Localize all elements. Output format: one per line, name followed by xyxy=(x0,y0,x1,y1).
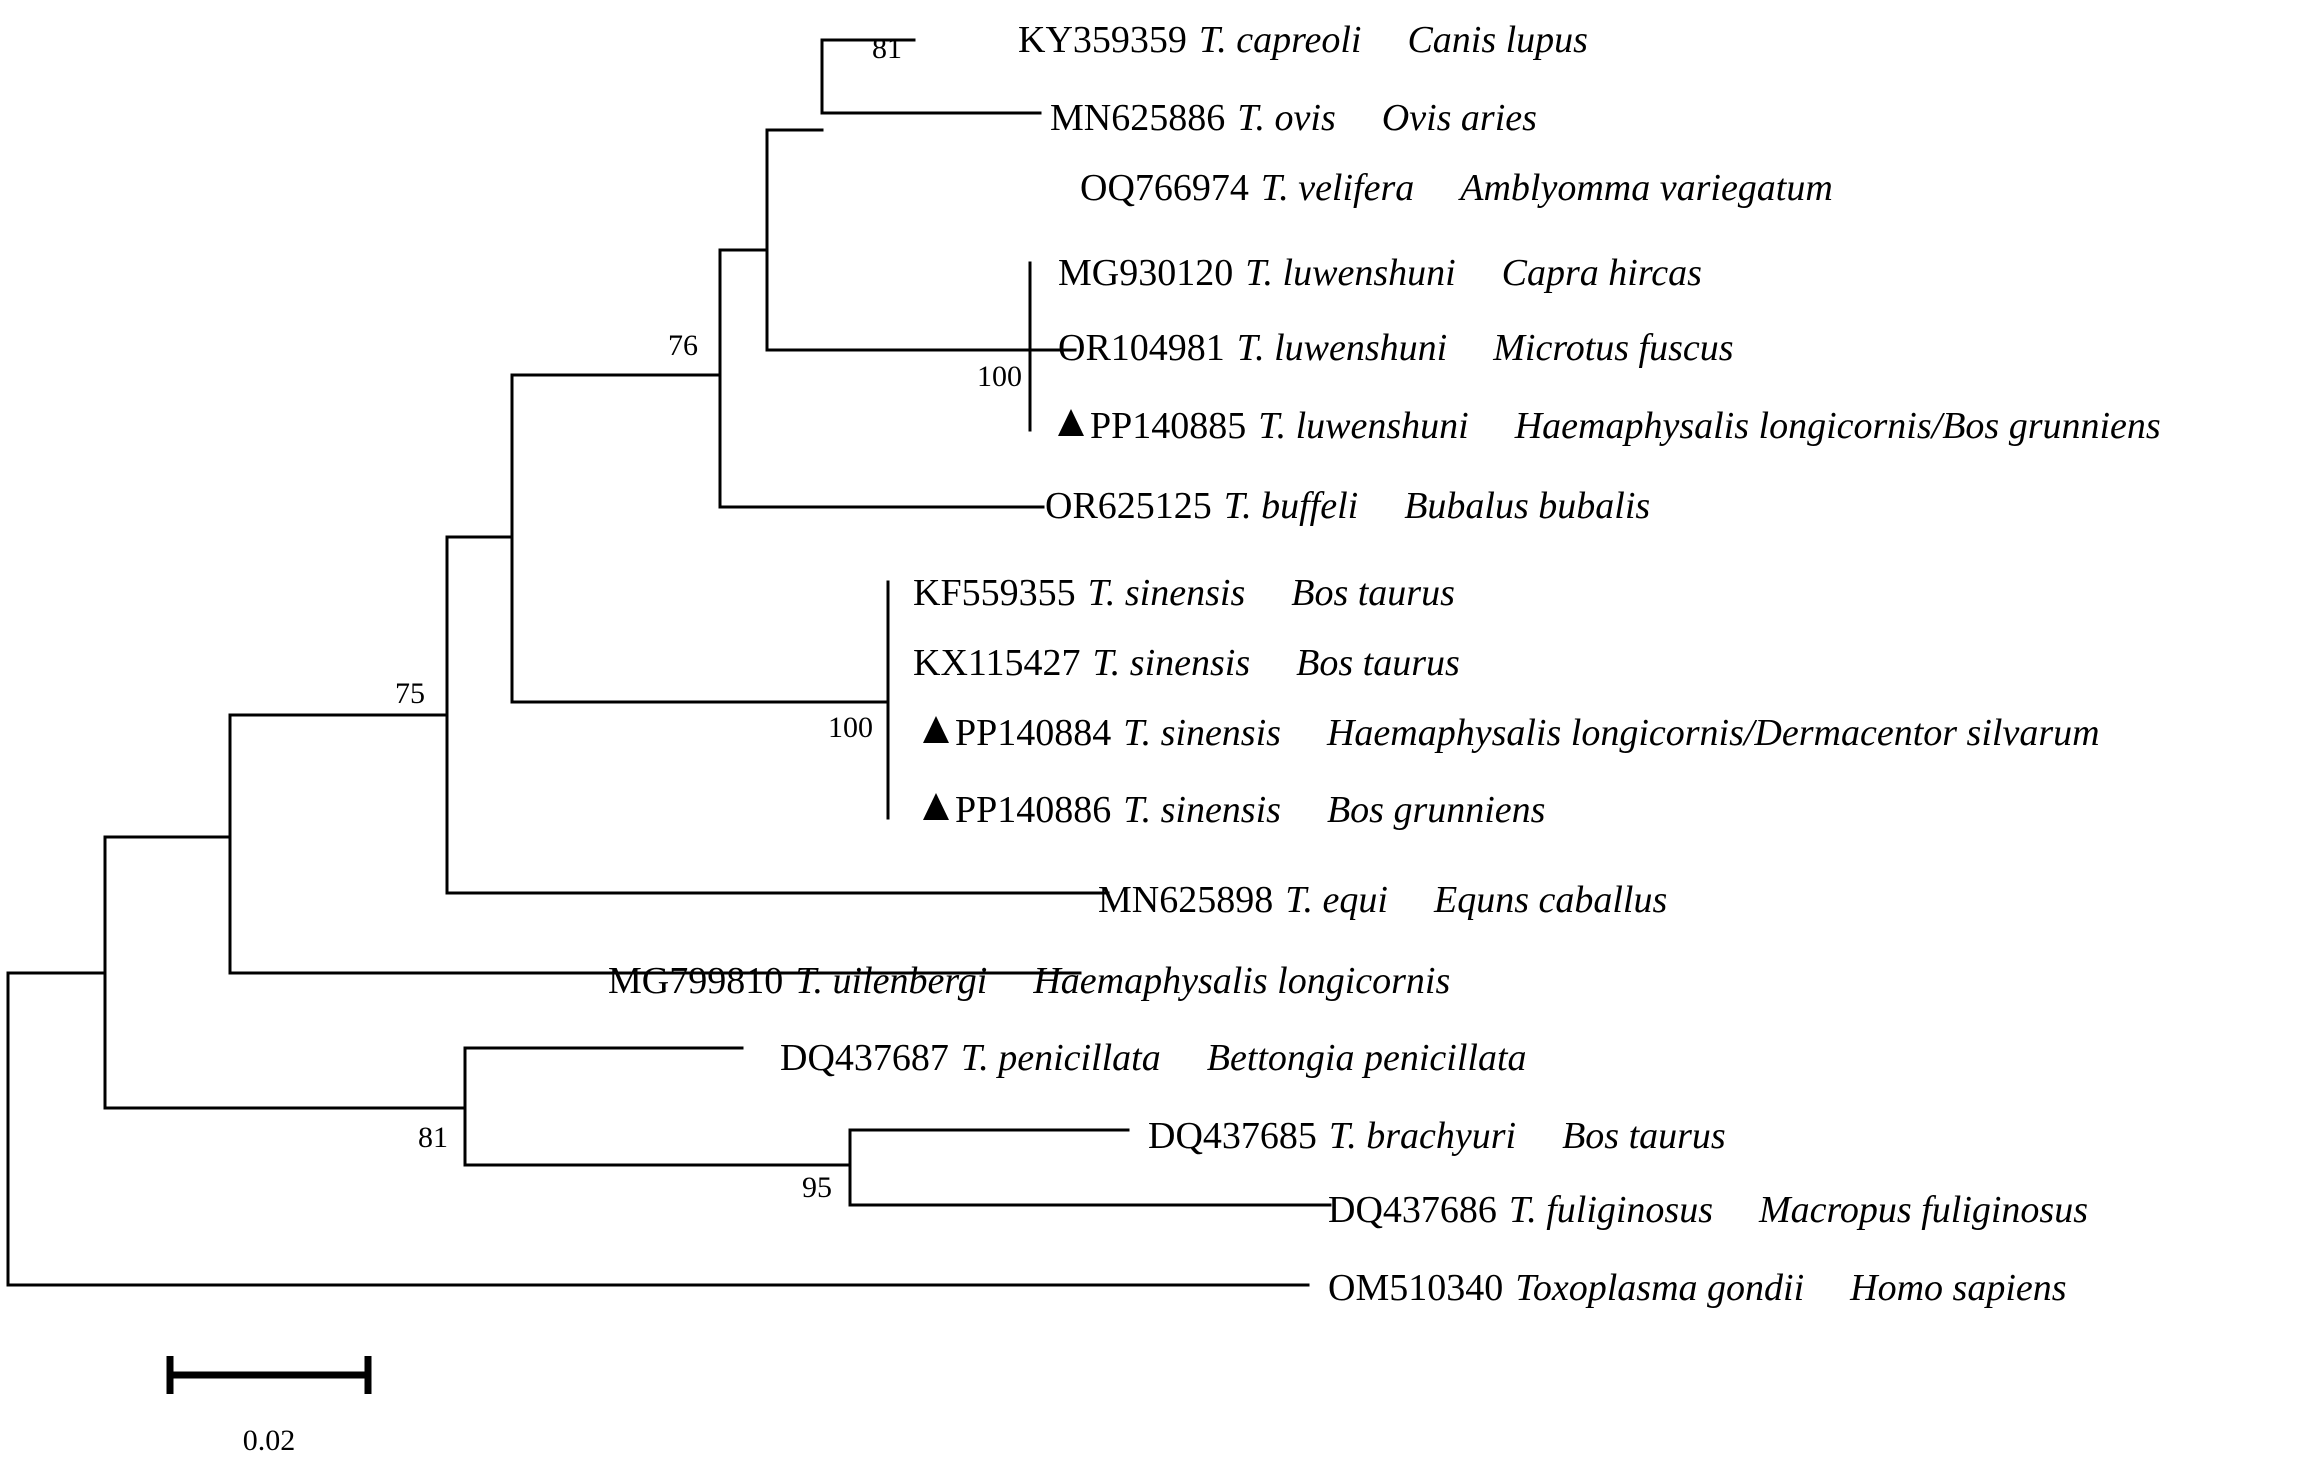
taxon-host: Haemaphysalis longicornis/Bos grunniens xyxy=(1514,405,2161,447)
taxon-accession: OR104981 xyxy=(1058,327,1225,369)
taxon-host: Haemaphysalis longicornis xyxy=(1032,960,1450,1002)
taxon-label: MG930120 T. luwenshuni Capra hircas xyxy=(1058,252,1702,294)
taxon-host: Bos taurus xyxy=(1296,642,1460,684)
taxon-label: MN625886 T. ovis Ovis aries xyxy=(1050,97,1537,139)
taxon-host: Bubalus bubalis xyxy=(1404,485,1650,527)
taxon-species: T. luwenshuni xyxy=(1245,252,1455,294)
taxon-host: Capra hircas xyxy=(1502,252,1702,294)
taxon-accession: OM510340 xyxy=(1328,1267,1503,1309)
taxon-accession: PP140885 xyxy=(1090,405,1246,447)
taxon-species: T. sinensis xyxy=(1092,642,1250,684)
tree-branches xyxy=(6,38,1332,1287)
taxon-host: Bos taurus xyxy=(1562,1115,1726,1157)
taxon-accession: MN625898 xyxy=(1098,879,1273,921)
taxon-host: Bos taurus xyxy=(1291,572,1455,614)
tree-branch xyxy=(765,128,1077,352)
taxon-species: T. sinensis xyxy=(1088,572,1246,614)
taxon-species: T. ovis xyxy=(1237,97,1336,139)
taxon-label: OR625125 T. buffeli Bubalus bubalis xyxy=(1045,485,1650,527)
scale-bar-label: 0.02 xyxy=(243,1424,296,1457)
tree-branch xyxy=(463,1046,852,1167)
tree-branch xyxy=(228,713,1082,975)
taxon-species: Toxoplasma gondii xyxy=(1515,1267,1804,1309)
taxon-species: T. fuliginosus xyxy=(1509,1189,1713,1231)
taxon-species: T. buffeli xyxy=(1224,485,1358,527)
taxon-accession: KX115427 xyxy=(913,642,1080,684)
taxon-label: MN625898 T. equi Equns caballus xyxy=(1098,879,1667,921)
taxon-label: KF559355 T. sinensis Bos taurus xyxy=(913,572,1455,614)
scale-bar-group: 0.02 xyxy=(166,1356,372,1457)
bootstrap-value: 100 xyxy=(828,711,873,744)
bootstrap-value: 95 xyxy=(802,1171,832,1204)
taxon-label: KX115427 T. sinensis Bos taurus xyxy=(913,642,1460,684)
taxon-host: Equns caballus xyxy=(1433,879,1667,921)
taxon-host: Microtus fuscus xyxy=(1492,327,1733,369)
taxon-species: T. luwenshuni xyxy=(1258,405,1468,447)
taxon-host: Homo sapiens xyxy=(1849,1267,2066,1309)
bootstrap-value: 76 xyxy=(668,329,698,362)
taxon-host: Macropus fuliginosus xyxy=(1758,1189,2088,1231)
tree-branch xyxy=(6,971,1310,1287)
tree-branch xyxy=(510,373,890,704)
taxon-label: KY359359 T. capreoli Canis lupus xyxy=(1018,19,1588,61)
new-sequence-triangle-icon xyxy=(1058,409,1084,436)
taxon-host: Canis lupus xyxy=(1407,19,1588,61)
taxon-label: OQ766974 T. velifera Amblyomma variegatum xyxy=(1080,167,1833,209)
taxon-accession: PP140886 xyxy=(955,789,1111,831)
taxon-host: Bettongia penicillata xyxy=(1207,1037,1527,1079)
taxon-host: Amblyomma variegatum xyxy=(1457,167,1833,209)
bootstrap-value: 81 xyxy=(418,1121,448,1154)
taxon-accession: MN625886 xyxy=(1050,97,1225,139)
taxon-accession: KF559355 xyxy=(913,572,1076,614)
taxon-host: Ovis aries xyxy=(1382,97,1537,139)
taxon-label: PP140885 T. luwenshuni Haemaphysalis longi… xyxy=(1058,405,2161,447)
taxon-accession: PP140884 xyxy=(955,712,1111,754)
taxon-label: OM510340 Toxoplasma gondii Homo sapiens xyxy=(1328,1267,2067,1309)
tree-branch xyxy=(848,1128,1332,1207)
scale-bar xyxy=(166,1356,372,1394)
tree-branch xyxy=(445,535,1110,895)
new-sequence-triangle-icon xyxy=(923,793,949,820)
taxon-host: Haemaphysalis longicornis/Dermacentor si… xyxy=(1326,712,2100,754)
tree-branch xyxy=(718,248,1045,509)
bootstrap-values: 81 76 100 100 75 81 95 xyxy=(395,32,1022,1204)
taxon-species: T. velifera xyxy=(1261,167,1414,209)
taxon-label: DQ437686 T. fuliginosus Macropus fuliginos… xyxy=(1328,1189,2088,1231)
taxon-host: Bos grunniens xyxy=(1327,789,1546,831)
taxon-label: DQ437687 T. penicillata Bettongia penicill… xyxy=(780,1037,1527,1079)
taxon-species: T. capreoli xyxy=(1199,19,1362,61)
taxon-accession: DQ437685 xyxy=(1148,1115,1317,1157)
taxon-accession: MG930120 xyxy=(1058,252,1233,294)
taxon-label: OR104981 T. luwenshuni Microtus fuscus xyxy=(1058,327,1734,369)
taxon-accession: DQ437686 xyxy=(1328,1189,1497,1231)
taxon-species: T. sinensis xyxy=(1123,789,1281,831)
taxon-accession: OR625125 xyxy=(1045,485,1212,527)
tree-branch xyxy=(820,38,1042,115)
bootstrap-value: 75 xyxy=(395,677,425,710)
taxon-label: PP140886 T. sinensis Bos grunniens xyxy=(923,789,1545,831)
bootstrap-value: 81 xyxy=(872,32,902,65)
taxon-label: PP140884 T. sinensis Haemaphysalis longico… xyxy=(923,712,2100,754)
taxon-species: T. penicillata xyxy=(961,1037,1161,1079)
taxon-accession: OQ766974 xyxy=(1080,167,1249,209)
taxon-accession: DQ437687 xyxy=(780,1037,949,1079)
taxon-species: T. brachyuri xyxy=(1329,1115,1516,1157)
tree-branch xyxy=(103,835,467,1110)
taxon-species: T. sinensis xyxy=(1123,712,1281,754)
new-sequence-triangle-icon xyxy=(923,716,949,743)
taxon-label: MG799810 T. uilenbergi Haemaphysalis longi… xyxy=(608,960,1450,1002)
taxon-species: T. uilenbergi xyxy=(795,960,987,1002)
taxon-accession: KY359359 xyxy=(1018,19,1187,61)
taxon-accession: MG799810 xyxy=(608,960,783,1002)
taxon-species: T. equi xyxy=(1285,879,1388,921)
taxon-species: T. luwenshuni xyxy=(1237,327,1447,369)
taxon-label: DQ437685 T. brachyuri Bos taurus xyxy=(1148,1115,1726,1157)
bootstrap-value: 100 xyxy=(977,360,1022,393)
